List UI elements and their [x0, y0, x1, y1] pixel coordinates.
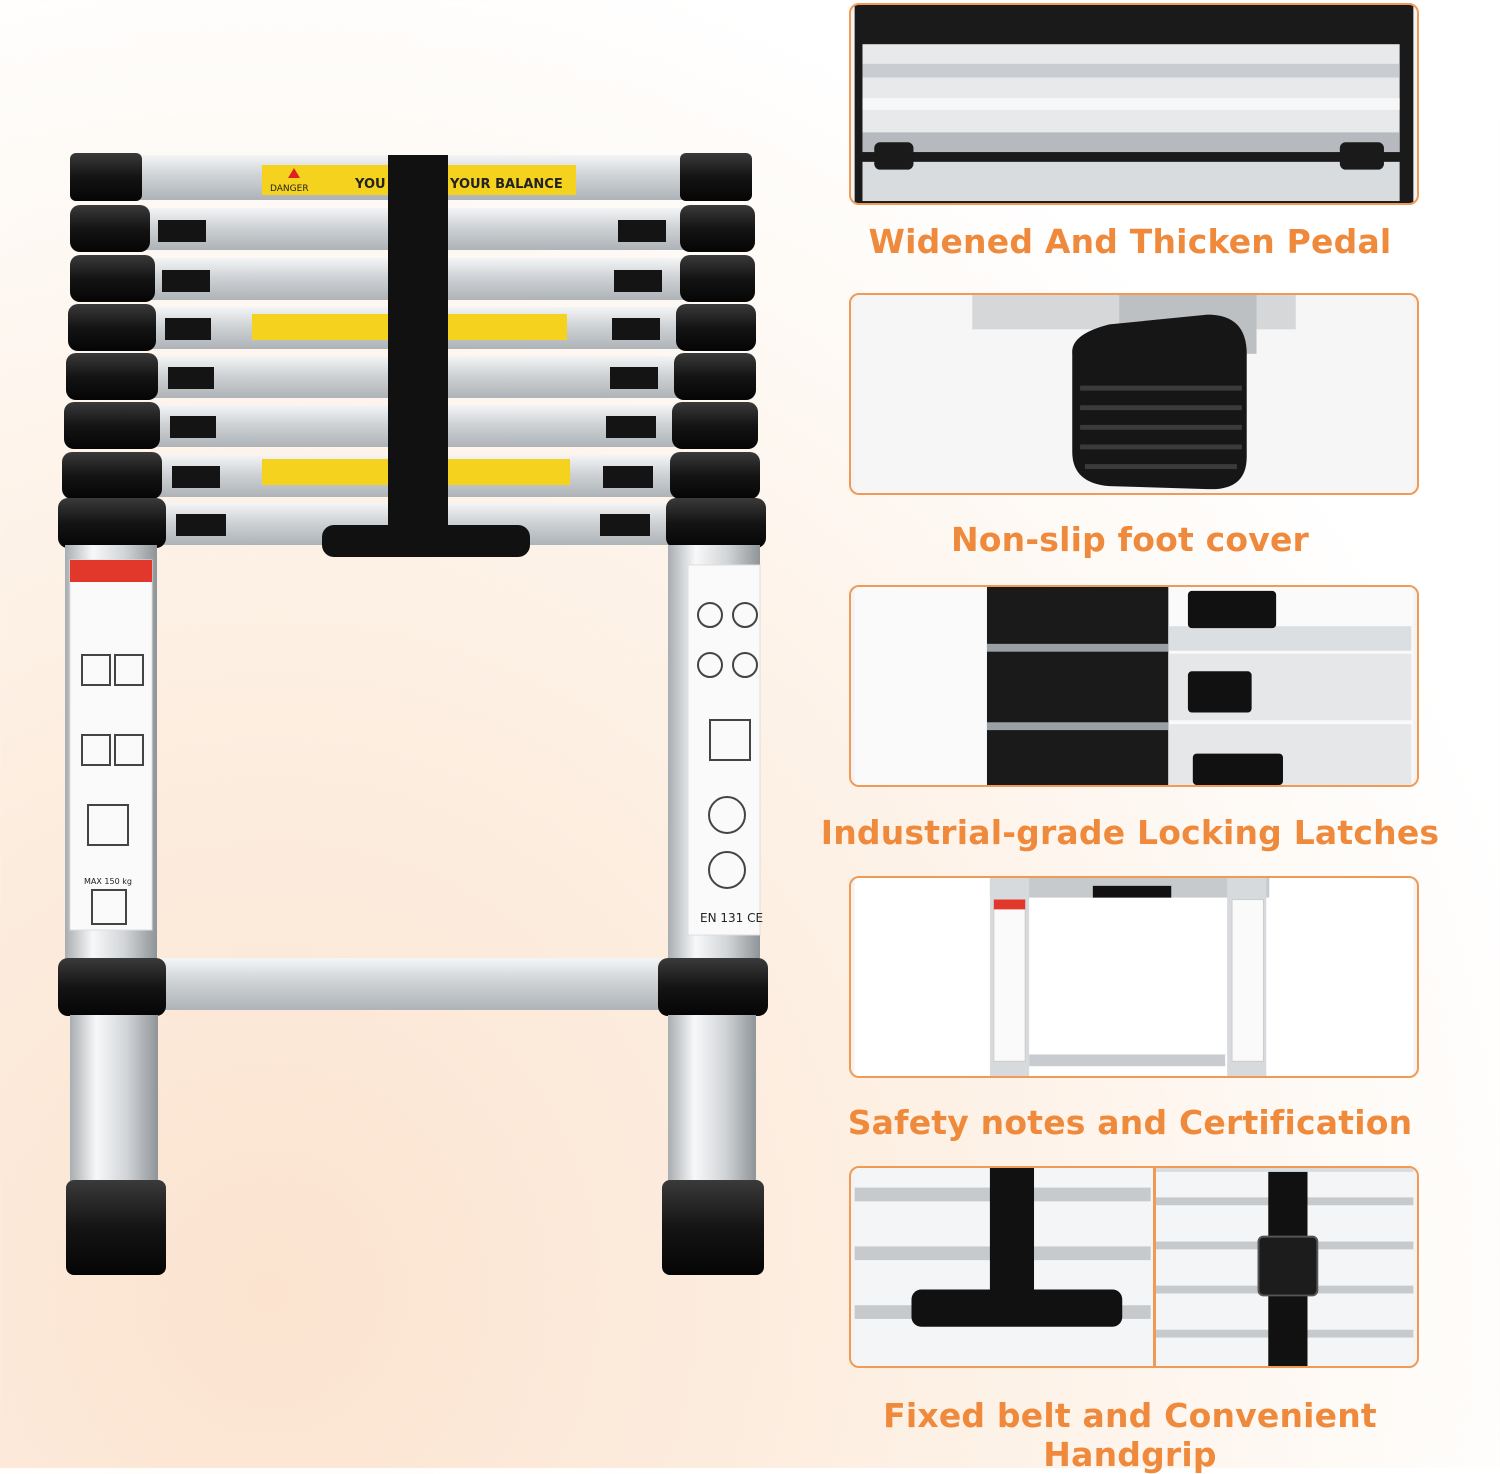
feature-caption: Widened And Thicken Pedal [868, 222, 1392, 261]
split-divider [1153, 1168, 1156, 1366]
feature-panel-latch [849, 585, 1419, 787]
rubber-foot-closeup-image [854, 295, 1414, 493]
feature-panel-safety [849, 876, 1419, 1078]
telescopic-ladder-image: DANGER YOU YOUR BALANCE EN 131 CE MAX 15… [58, 153, 768, 1275]
pedal-closeup-image [854, 5, 1414, 203]
rung [70, 205, 755, 252]
latch-closeup-image [854, 587, 1414, 785]
belt-handgrip-closeup-image [854, 1168, 1414, 1366]
feature-caption: Safety notes and Certification [847, 1103, 1413, 1142]
feature-caption: Non-slip foot cover [950, 520, 1310, 559]
left-rubber-foot [66, 1180, 166, 1275]
max-load-mark: MAX 150 kg [84, 877, 132, 886]
right-rubber-foot [662, 1180, 764, 1275]
safety-labels-closeup-image [854, 878, 1414, 1076]
feature-panel-foot [849, 293, 1419, 495]
feature-panel-belt [849, 1166, 1419, 1368]
feature-panel-pedal [849, 3, 1419, 205]
fixing-belt [388, 155, 448, 550]
feature-caption: Industrial-grade Locking Latches [820, 813, 1440, 852]
danger-badge: DANGER [270, 184, 309, 194]
handgrip [322, 525, 530, 557]
feature-caption: Fixed belt and Convenient Handgrip [883, 1396, 1377, 1474]
warning-text-left: YOU [354, 177, 386, 192]
certification-mark: EN 131 CE [700, 911, 763, 925]
warning-text-right: YOUR BALANCE [449, 177, 563, 192]
